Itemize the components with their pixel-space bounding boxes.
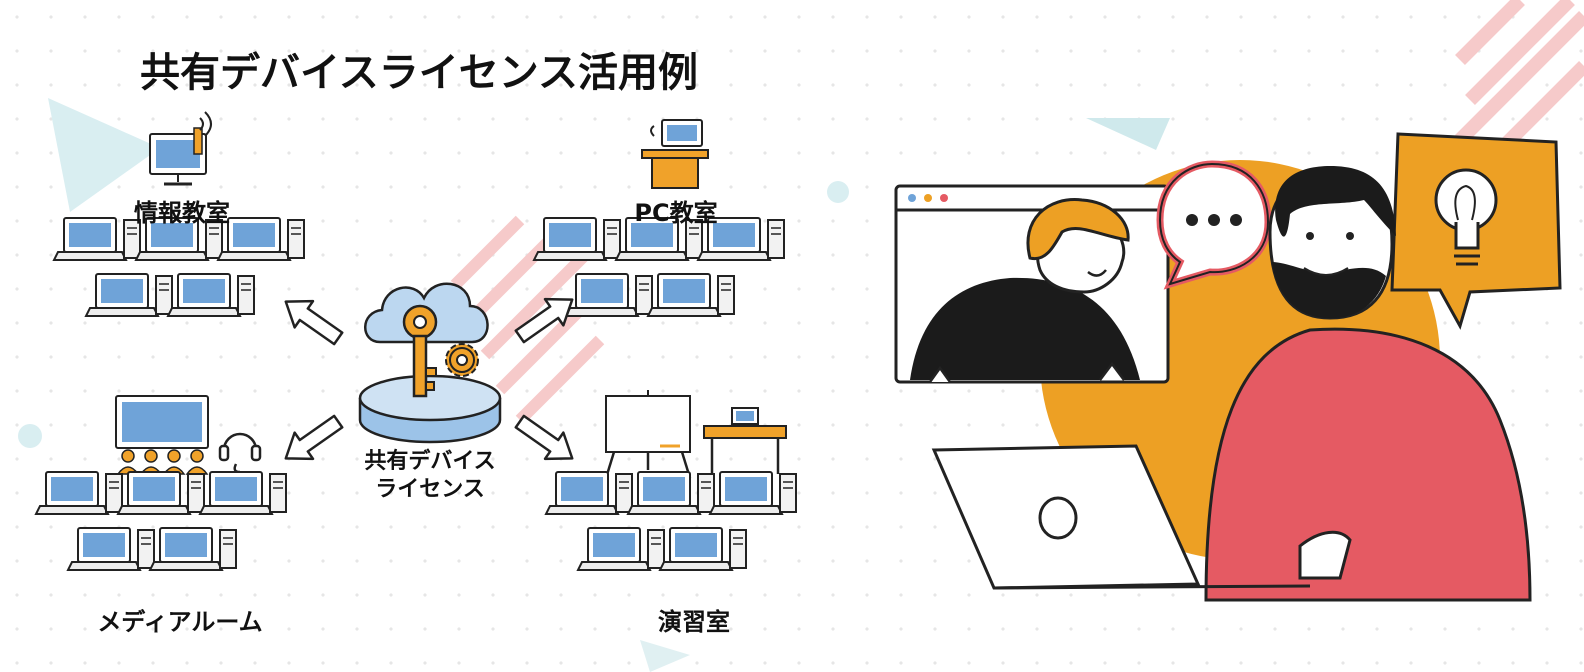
label-info-lab: 情報教室 [134, 199, 230, 227]
arrow-to-info-lab [284, 299, 344, 346]
hub-label-line2: ライセンス [375, 477, 485, 502]
window-dot-red-icon [940, 194, 948, 202]
room-pc-lab [534, 119, 784, 316]
whiteboard-icon [604, 390, 692, 479]
teal-triangle-bottom [640, 640, 690, 672]
hub-label-line1: 共有デバイス [364, 449, 496, 474]
chat-bubble-icon [1156, 160, 1272, 290]
desk-icon [703, 407, 787, 474]
teal-triangle-right [1086, 118, 1170, 150]
woman-avatar [910, 198, 1140, 383]
gear-icon [445, 343, 479, 377]
key-icon [402, 304, 438, 398]
label-practice-room: 演習室 [658, 608, 730, 636]
room-practice-room [546, 390, 796, 570]
hub-label: 共有デバイス ライセンス [345, 448, 515, 504]
headset-icon [218, 432, 262, 474]
arrow-to-practice-room [514, 414, 574, 461]
room-media-room [36, 395, 286, 570]
label-media-room: メディアルーム [97, 608, 263, 636]
teal-triangle-left [48, 98, 160, 212]
antenna-icon [193, 111, 212, 155]
audience-icon [116, 449, 209, 475]
monitor-icon [149, 133, 207, 186]
laptop-icon [931, 444, 1311, 590]
window-dot-blue-icon [908, 194, 916, 202]
arrow-to-pc-lab [514, 297, 574, 344]
room-info-lab [54, 111, 304, 316]
label-pc-lab: PC教室 [634, 199, 718, 227]
teal-dot-left [18, 424, 42, 448]
lightbulb-icon [1390, 132, 1562, 330]
page-title: 共有デバイスライセンス活用例 [140, 50, 698, 96]
license-hub [358, 282, 502, 444]
man-avatar [1204, 166, 1532, 602]
arrow-to-media-room [284, 414, 344, 461]
window-dot-orange-icon [924, 194, 932, 202]
monitor-icon [115, 395, 209, 449]
teal-dot-center [827, 181, 849, 203]
podium-icon [641, 119, 709, 189]
